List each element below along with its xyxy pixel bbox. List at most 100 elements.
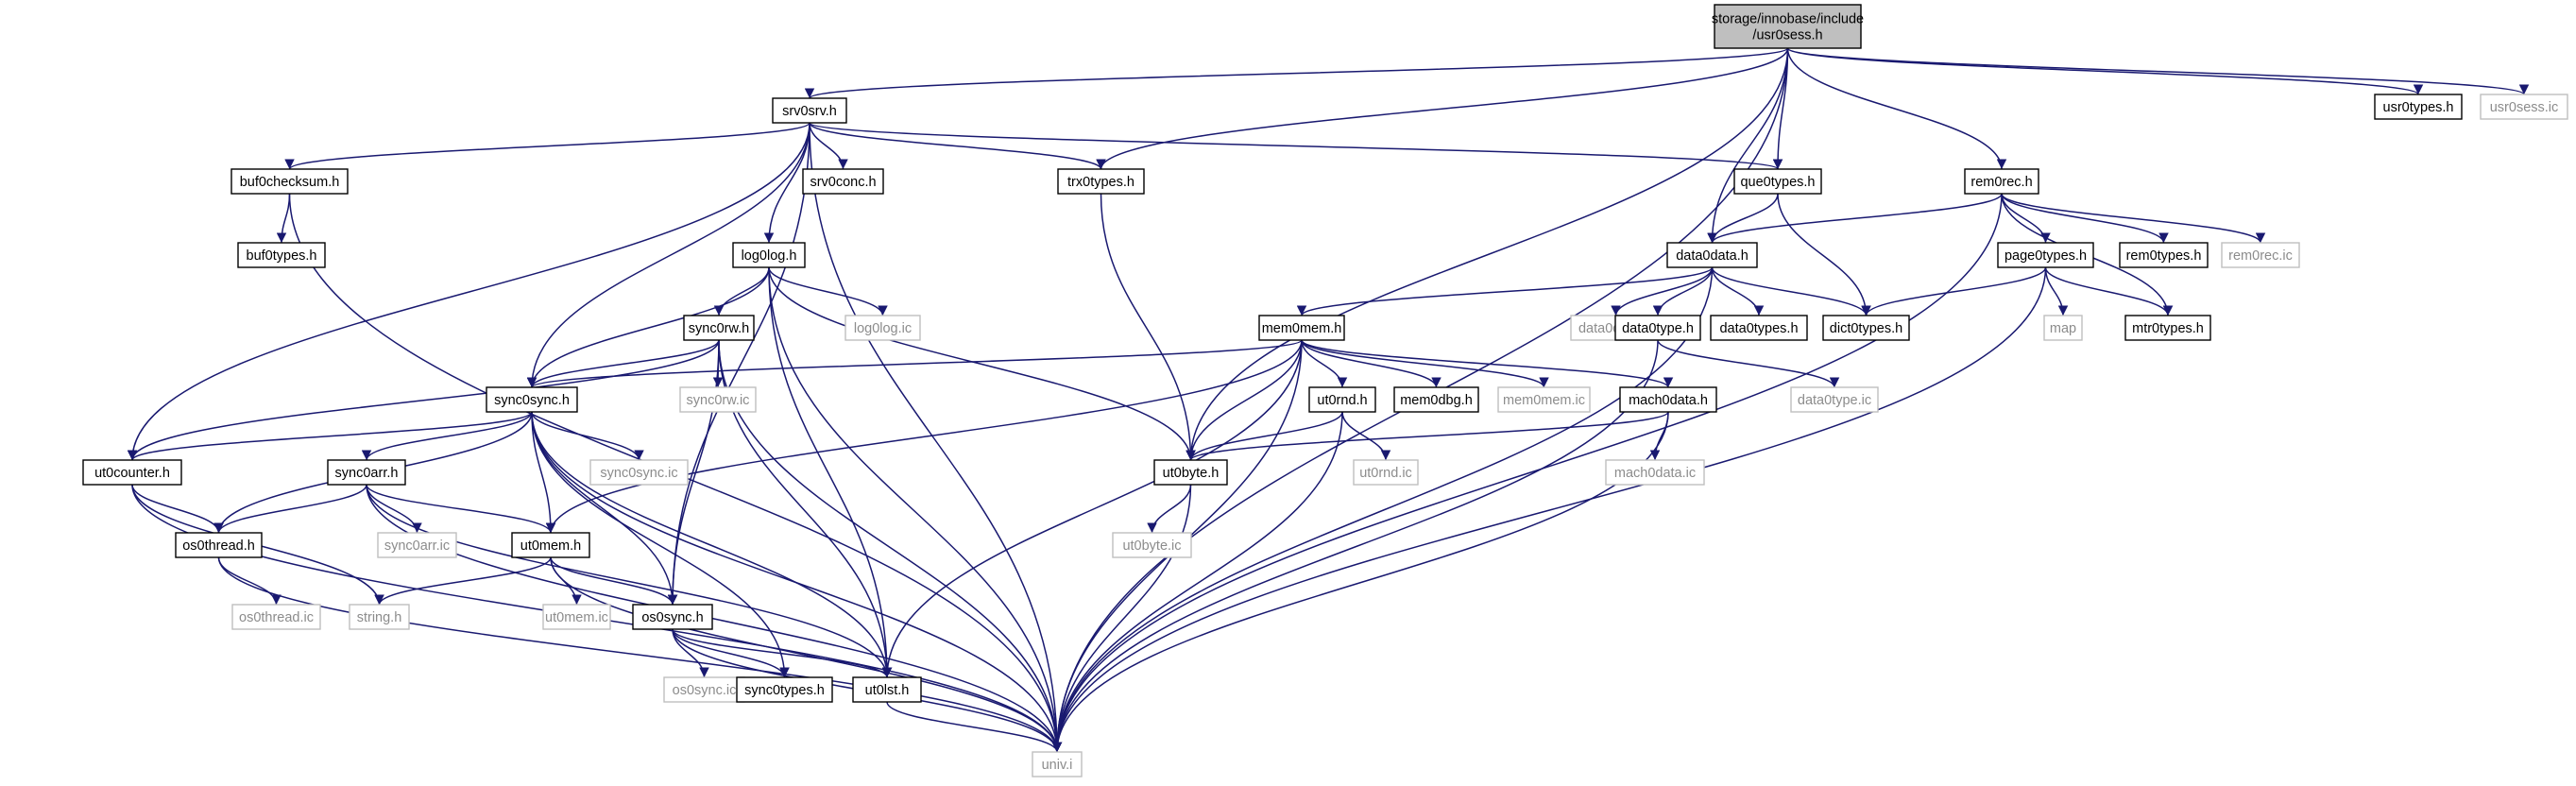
node-log0log-ic[interactable]: log0log.ic (844, 315, 921, 341)
node-sync0arr-h[interactable]: sync0arr.h (327, 459, 406, 486)
edge-usr0sess-h-to-usr0types-h (1786, 47, 2423, 95)
node-map[interactable]: map (2043, 315, 2083, 341)
node-data0data-h[interactable]: data0data.h (1666, 242, 1758, 268)
node-box (1057, 168, 1145, 195)
node-label: ut0rnd.h (1317, 393, 1367, 408)
node-sync0sync-ic[interactable]: sync0sync.ic (589, 459, 689, 486)
edge-usr0sess-h-to-data0data-h (1707, 47, 1789, 244)
node-label: mach0data.ic (1614, 466, 1696, 481)
node-label: mem0dbg.h (1400, 393, 1473, 408)
node-ut0mem-h[interactable]: ut0mem.h (511, 532, 590, 558)
node-sync0arr-ic[interactable]: sync0arr.ic (377, 532, 457, 558)
node-label: srv0srv.h (782, 104, 837, 119)
edge-rem0rec-h-to-data0data-h (1707, 193, 2003, 244)
node-data0type-ic[interactable]: data0type.ic (1790, 386, 1879, 413)
node-box (1997, 242, 2094, 268)
edge-usr0sess-h-to-srv0srv-h (805, 47, 1789, 99)
node-mem0mem-ic[interactable]: mem0mem.ic (1497, 386, 1591, 413)
node-usr0types-h[interactable]: usr0types.h (2374, 94, 2463, 120)
node-sync0rw-ic[interactable]: sync0rw.ic (679, 386, 757, 413)
edge-rem0rec-h-to-univ-i (1051, 193, 2003, 753)
node-label: log0log.ic (854, 321, 912, 336)
node-box (2124, 315, 2211, 341)
node-label: ut0byte.h (1163, 466, 1220, 481)
node-dict0types-h[interactable]: dict0types.h (1822, 315, 1910, 341)
node-label: data0data.h (1676, 248, 1749, 264)
edge-page0types-h-to-dict0types-h (1861, 266, 2047, 316)
edge-srv0srv-h-to-univ-i (809, 122, 1063, 753)
node-mach0data-ic[interactable]: mach0data.ic (1605, 459, 1705, 486)
node-rem0rec-ic[interactable]: rem0rec.ic (2221, 242, 2300, 268)
node-buf0types-h[interactable]: buf0types.h (237, 242, 326, 268)
node-mem0mem-h[interactable]: mem0mem.h (1258, 315, 1345, 341)
node-sync0types-h[interactable]: sync0types.h (736, 676, 833, 703)
edge-log0log-h-to-ut0byte-h (768, 266, 1196, 461)
node-mtr0types-h[interactable]: mtr0types.h (2124, 315, 2211, 341)
node-mem0dbg-h[interactable]: mem0dbg.h (1393, 386, 1479, 413)
node-label: dict0types.h (1830, 321, 1902, 336)
node-label: usr0sess.ic (2490, 100, 2559, 115)
node-data0type-h[interactable]: data0type.h (1614, 315, 1701, 341)
edge-sync0arr-h-to-ut0lst-h (366, 484, 893, 678)
node-label: storage/innobase/include (1712, 12, 1864, 27)
edge-sync0sync-h-to-sync0arr-h (361, 411, 533, 461)
edge-ut0mem-h-to-os0sync-h (550, 556, 678, 606)
node-ut0rnd-ic[interactable]: ut0rnd.ic (1353, 459, 1419, 486)
node-os0thread-ic[interactable]: os0thread.ic (231, 604, 321, 630)
node-ut0lst-h[interactable]: ut0lst.h (852, 676, 922, 703)
node-srv0conc-h[interactable]: srv0conc.h (802, 168, 884, 195)
node-ut0byte-h[interactable]: ut0byte.h (1153, 459, 1228, 486)
node-trx0types-h[interactable]: trx0types.h (1057, 168, 1145, 195)
node-box (1619, 386, 1717, 413)
node-box (1714, 4, 1862, 49)
node-box (2119, 242, 2209, 268)
node-srv0srv-h[interactable]: srv0srv.h (772, 97, 847, 124)
node-box (1614, 315, 1701, 341)
node-data0types-h[interactable]: data0types.h (1710, 315, 1808, 341)
node-box (2374, 94, 2463, 120)
node-box (632, 604, 713, 630)
node-box (1153, 459, 1228, 486)
node-os0sync-ic[interactable]: os0sync.ic (663, 676, 745, 703)
edge-log0log-h-to-sync0rw-h (713, 266, 770, 316)
edge-sync0sync-h-to-ut0lst-h (531, 411, 893, 678)
node-sync0sync-h[interactable]: sync0sync.h (486, 386, 578, 413)
edge-os0sync-h-to-ut0lst-h (672, 628, 893, 678)
node-label: ut0rnd.ic (1359, 466, 1412, 481)
node-buf0checksum-h[interactable]: buf0checksum.h (230, 168, 349, 195)
node-usr0sess-h[interactable]: storage/innobase/include/usr0sess.h (1712, 4, 1864, 49)
edge-sync0arr-h-to-os0thread-h (213, 484, 367, 534)
node-box (1393, 386, 1479, 413)
node-box (1733, 168, 1822, 195)
node-label: buf0types.h (247, 248, 317, 264)
node-ut0byte-ic[interactable]: ut0byte.ic (1112, 532, 1192, 558)
node-univ-i[interactable]: univ.i (1032, 751, 1083, 777)
node-os0sync-h[interactable]: os0sync.h (632, 604, 713, 630)
node-label: ut0counter.h (94, 466, 170, 481)
node-box (683, 315, 755, 341)
node-mach0data-h[interactable]: mach0data.h (1619, 386, 1717, 413)
node-page0types-h[interactable]: page0types.h (1997, 242, 2094, 268)
node-string-h[interactable]: string.h (349, 604, 410, 630)
node-box (1112, 532, 1192, 558)
edge-data0data-h-to-data0type-h (1652, 266, 1714, 316)
edge-usr0sess-h-to-trx0types-h (1096, 47, 1789, 170)
node-que0types-h[interactable]: que0types.h (1733, 168, 1822, 195)
node-ut0counter-h[interactable]: ut0counter.h (82, 459, 182, 486)
node-sync0rw-h[interactable]: sync0rw.h (683, 315, 755, 341)
edge-srv0srv-h-to-sync0sync-h (526, 122, 810, 388)
edge-data0type-h-to-univ-i (1051, 339, 1659, 753)
node-rem0types-h[interactable]: rem0types.h (2119, 242, 2209, 268)
node-rem0rec-h[interactable]: rem0rec.h (1964, 168, 2039, 195)
node-usr0sess-ic[interactable]: usr0sess.ic (2480, 94, 2568, 120)
node-log0log-h[interactable]: log0log.h (732, 242, 806, 268)
node-ut0mem-ic[interactable]: ut0mem.ic (542, 604, 611, 630)
node-box (327, 459, 406, 486)
edge-os0thread-h-to-univ-i (217, 556, 1063, 753)
node-label: page0types.h (2005, 248, 2087, 264)
edge-usr0sess-h-to-ut0byte-h (1186, 47, 1789, 461)
node-ut0rnd-h[interactable]: ut0rnd.h (1308, 386, 1376, 413)
node-label: buf0checksum.h (240, 175, 340, 190)
node-os0thread-h[interactable]: os0thread.h (175, 532, 263, 558)
edge-mem0mem-h-to-ut0mem-h (545, 339, 1303, 534)
